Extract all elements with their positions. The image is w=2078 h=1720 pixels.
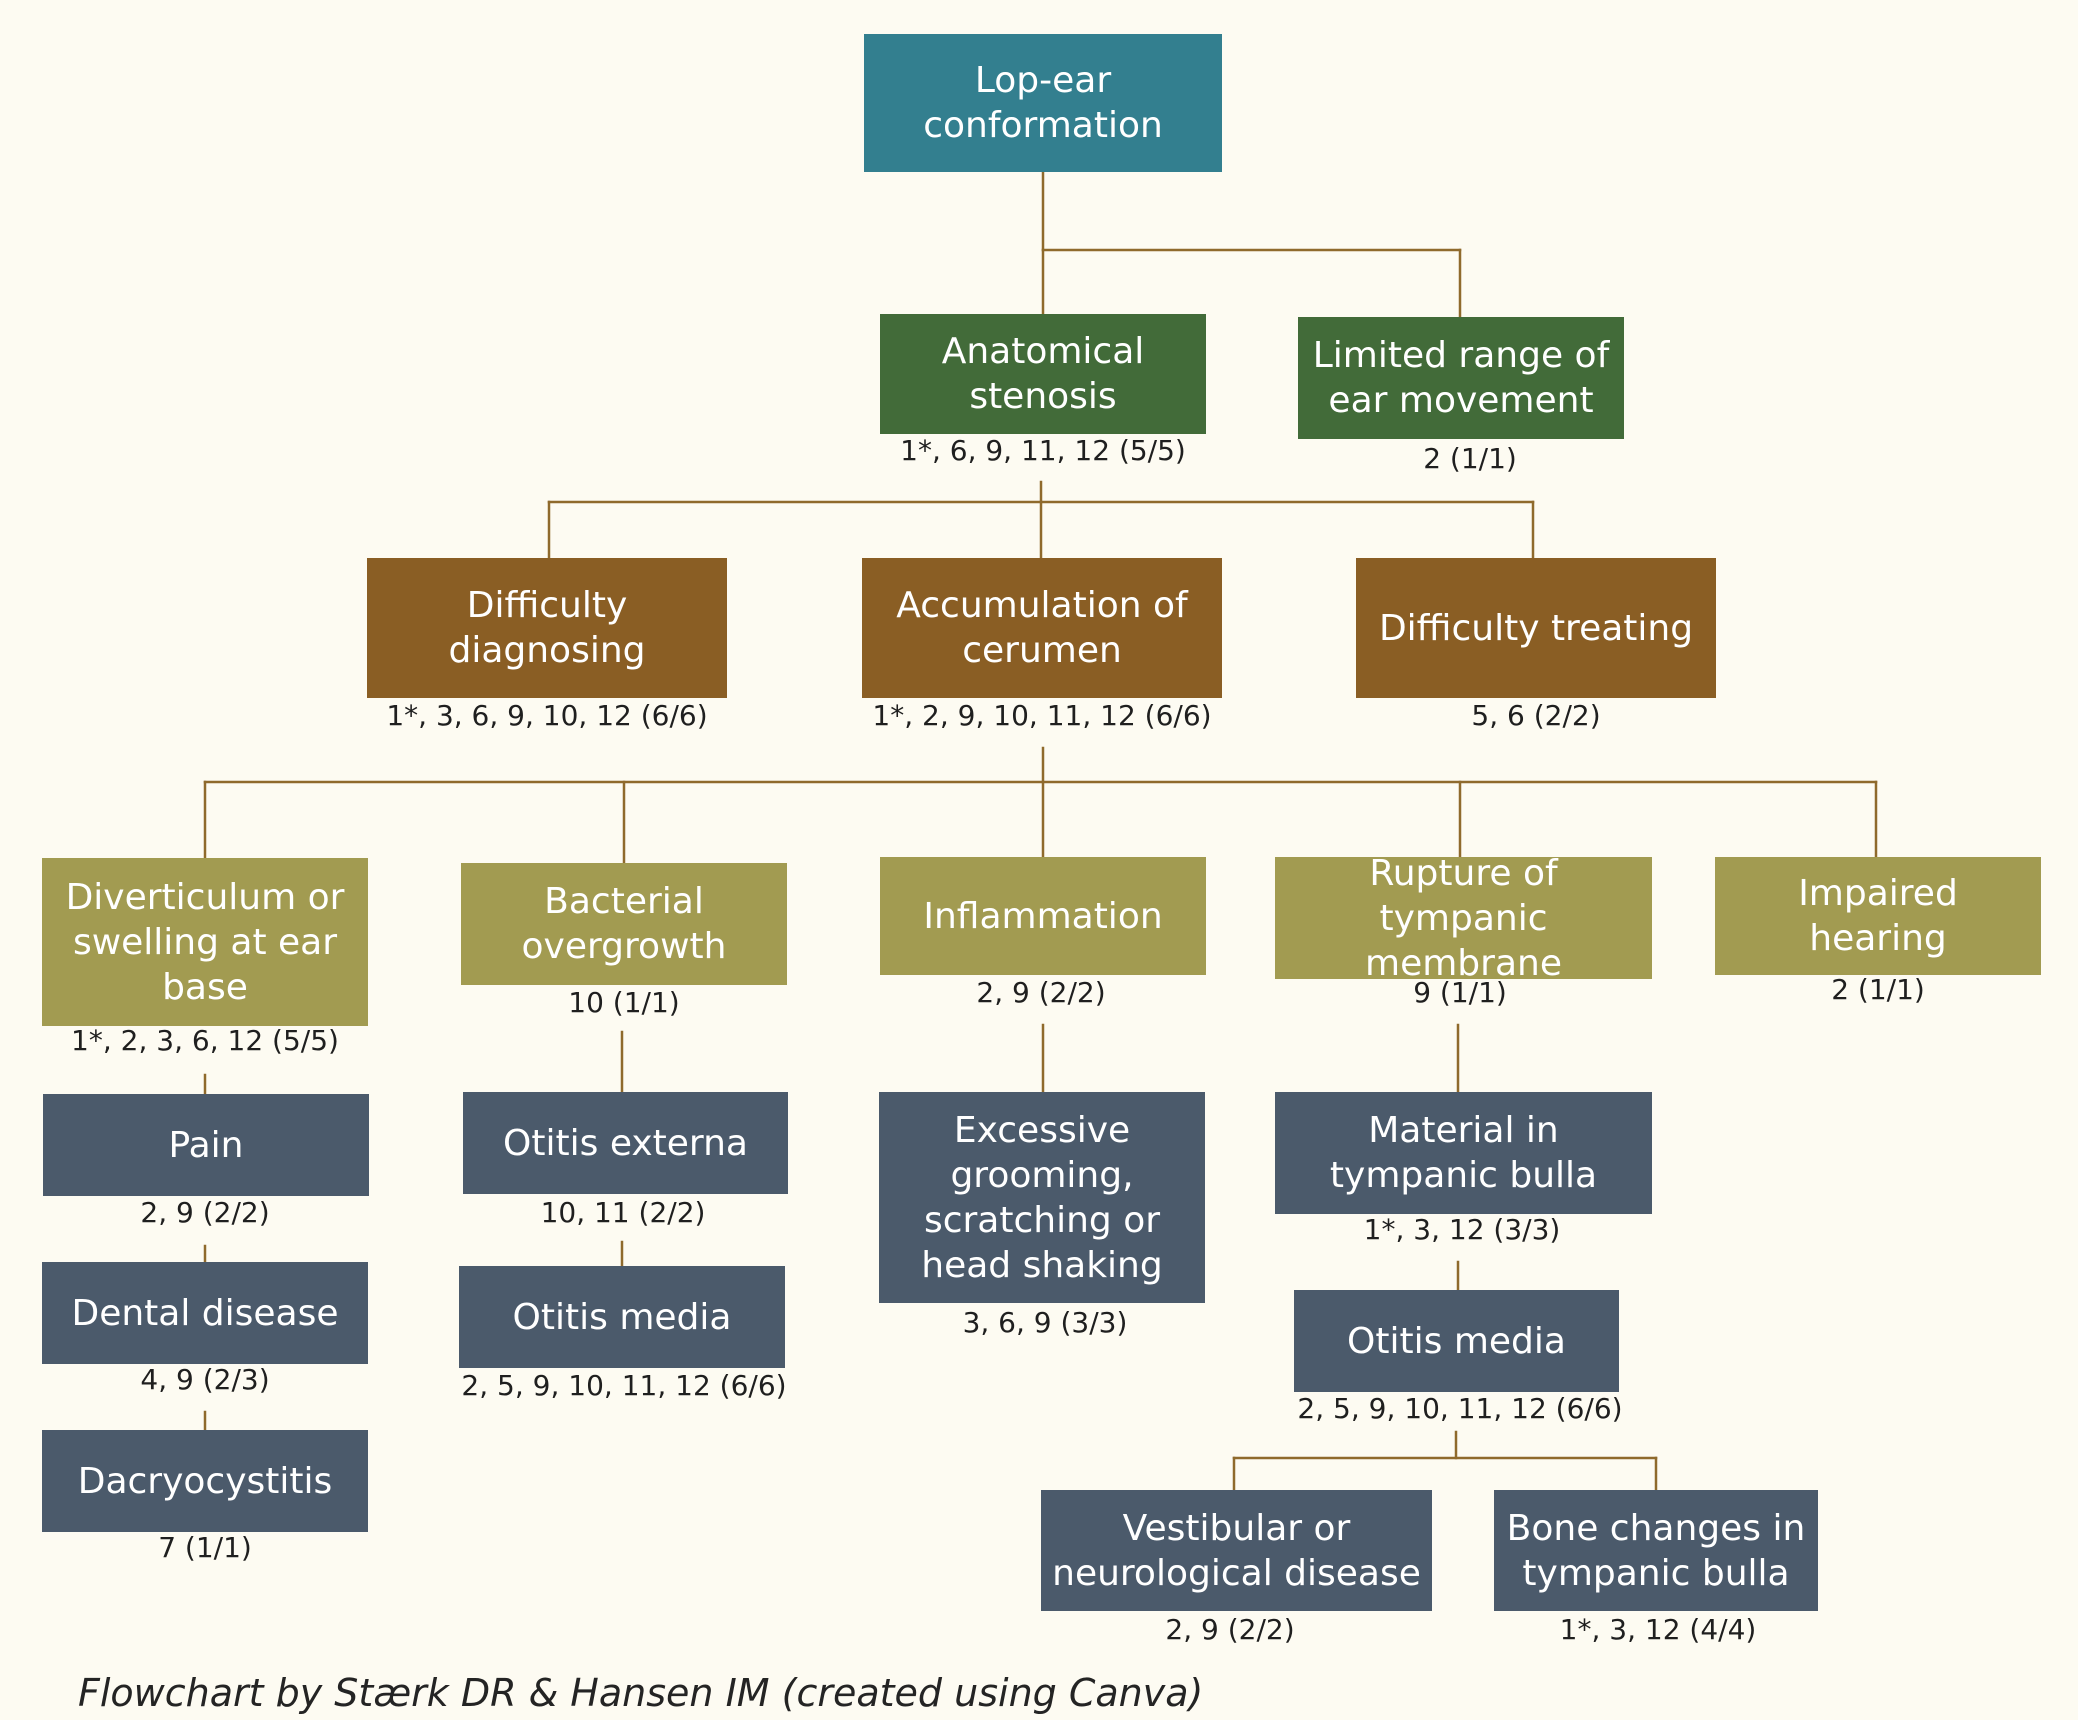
node-limited-range-of-ear-movement: Limited range of ear movement bbox=[1298, 317, 1624, 439]
node-otitis-media-left: Otitis media bbox=[459, 1266, 785, 1368]
node-impaired-hearing: Impaired hearing bbox=[1715, 857, 2041, 975]
refs-anatomical-stenosis: 1*, 6, 9, 11, 12 (5/5) bbox=[900, 434, 1186, 467]
node-difficulty-diagnosing: Difficulty diagnosing bbox=[367, 558, 727, 698]
refs-excessive-grooming: 3, 6, 9 (3/3) bbox=[962, 1306, 1128, 1339]
node-excessive-grooming: Excessive grooming, scratching or head s… bbox=[879, 1092, 1205, 1303]
refs-diverticulum-or-swelling: 1*, 2, 3, 6, 12 (5/5) bbox=[71, 1024, 339, 1057]
refs-otitis-externa: 10, 11 (2/2) bbox=[540, 1196, 706, 1229]
refs-bacterial-overgrowth: 10 (1/1) bbox=[568, 986, 680, 1019]
refs-otitis-media-right: 2, 5, 9, 10, 11, 12 (6/6) bbox=[1297, 1392, 1623, 1425]
node-otitis-externa: Otitis externa bbox=[463, 1092, 788, 1194]
node-dacryocystitis: Dacryocystitis bbox=[42, 1430, 368, 1532]
node-accumulation-of-cerumen: Accumulation of cerumen bbox=[862, 558, 1222, 698]
node-inflammation: Inflammation bbox=[880, 857, 1206, 975]
refs-dacryocystitis: 7 (1/1) bbox=[158, 1531, 252, 1564]
refs-inflammation: 2, 9 (2/2) bbox=[976, 976, 1106, 1009]
node-anatomical-stenosis: Anatomical stenosis bbox=[880, 314, 1206, 434]
node-difficulty-treating: Difficulty treating bbox=[1356, 558, 1716, 698]
node-lop-ear-conformation: Lop-ear conformation bbox=[864, 34, 1222, 172]
refs-bone-changes-in-tympanic-bulla: 1*, 3, 12 (4/4) bbox=[1559, 1613, 1757, 1646]
node-dental-disease: Dental disease bbox=[42, 1262, 368, 1364]
node-otitis-media-right: Otitis media bbox=[1294, 1290, 1619, 1392]
refs-material-in-tympanic-bulla: 1*, 3, 12 (3/3) bbox=[1363, 1213, 1561, 1246]
refs-otitis-media-left: 2, 5, 9, 10, 11, 12 (6/6) bbox=[461, 1369, 787, 1402]
refs-rupture-of-tympanic-membrane: 9 (1/1) bbox=[1413, 976, 1507, 1009]
refs-difficulty-diagnosing: 1*, 3, 6, 9, 10, 12 (6/6) bbox=[386, 699, 708, 732]
node-material-in-tympanic-bulla: Material in tympanic bulla bbox=[1275, 1092, 1652, 1214]
refs-difficulty-treating: 5, 6 (2/2) bbox=[1471, 699, 1601, 732]
node-bone-changes-in-tympanic-bulla: Bone changes in tympanic bulla bbox=[1494, 1490, 1818, 1611]
refs-limited-range-of-ear-movement: 2 (1/1) bbox=[1423, 442, 1517, 475]
node-bacterial-overgrowth: Bacterial overgrowth bbox=[461, 863, 787, 985]
node-pain: Pain bbox=[43, 1094, 369, 1196]
refs-accumulation-of-cerumen: 1*, 2, 9, 10, 11, 12 (6/6) bbox=[872, 699, 1212, 732]
node-diverticulum-or-swelling: Diverticulum or swelling at ear base bbox=[42, 858, 368, 1026]
refs-impaired-hearing: 2 (1/1) bbox=[1831, 973, 1925, 1006]
refs-vestibular-or-neurological-disease: 2, 9 (2/2) bbox=[1165, 1613, 1295, 1646]
flowchart-caption: Flowchart by Stærk DR & Hansen IM (creat… bbox=[78, 1671, 1204, 1715]
node-vestibular-or-neurological-disease: Vestibular or neurological disease bbox=[1041, 1490, 1432, 1611]
refs-dental-disease: 4, 9 (2/3) bbox=[140, 1363, 270, 1396]
refs-pain: 2, 9 (2/2) bbox=[140, 1196, 270, 1229]
node-rupture-of-tympanic-membrane: Rupture of tympanic membrane bbox=[1275, 853, 1652, 984]
